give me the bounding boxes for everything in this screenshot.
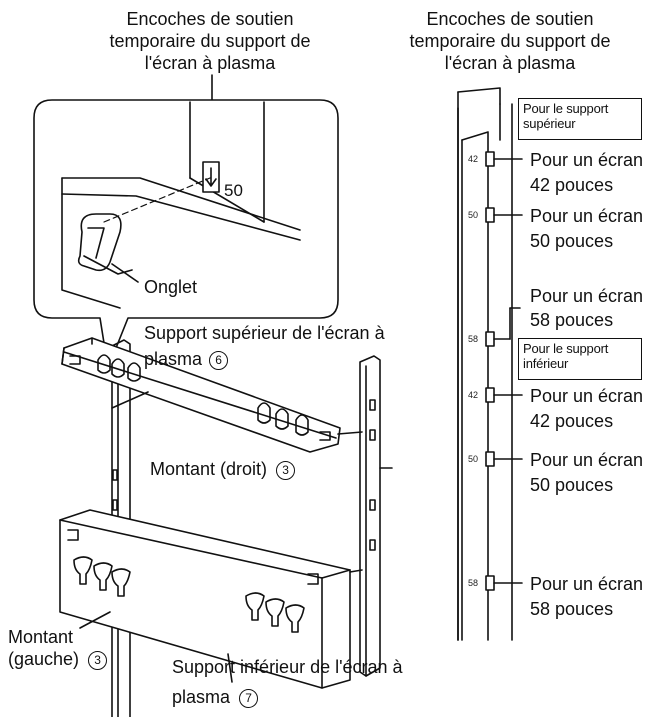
label-upright-right: Montant (droit) 3 — [150, 458, 296, 480]
box-upper-line1: Pour le support — [523, 101, 609, 116]
rail-slot-58a — [485, 331, 495, 347]
upright-right-text: Montant (droit) — [150, 459, 268, 479]
lower-bracket-line1: Support inférieur de l'écran à — [172, 657, 403, 677]
box-upper-support: Pour le support supérieur — [518, 98, 642, 140]
zoom-number: 50 — [224, 181, 243, 200]
mark-58a: 58 — [468, 334, 479, 344]
rail-slot-42b — [485, 387, 495, 403]
label-upper-bracket: Support supérieur de l'écran à plasma 6 — [144, 322, 385, 370]
rail-slot-42a — [485, 151, 495, 167]
mark-42b: 42 — [468, 390, 479, 400]
rail-top-cap — [457, 87, 501, 105]
left-title: Encoches de soutien temporaire du suppor… — [60, 8, 360, 74]
label-42a-line1: Pour un écran — [530, 150, 644, 170]
upper-bracket-num: 6 — [209, 351, 229, 370]
label-58a-line1: Pour un écran — [530, 286, 644, 306]
label-50a: Pour un écran 50 pouces — [530, 204, 643, 254]
label-58b-line2: 58 pouces — [530, 599, 614, 619]
left-title-line1: Encoches de soutien — [126, 9, 294, 29]
upright-right-num: 3 — [276, 461, 296, 480]
label-onglet: Onglet — [144, 277, 198, 297]
rail-slot-50b — [485, 451, 495, 467]
upper-bracket-line1: Support supérieur de l'écran à — [144, 323, 385, 343]
label-50a-line2: 50 pouces — [530, 231, 614, 251]
label-50b-line2: 50 pouces — [530, 475, 614, 495]
label-lower-bracket: Support inférieur de l'écran à plasma 7 — [172, 656, 403, 708]
lower-bracket-line2: plasma — [172, 687, 231, 707]
right-title-line2: temporaire du support de — [409, 31, 611, 51]
right-title-line3: l'écran à plasma — [444, 53, 576, 73]
upright-left-num: 3 — [88, 651, 108, 670]
right-title: Encoches de soutien temporaire du suppor… — [380, 8, 640, 74]
label-50a-line1: Pour un écran — [530, 206, 644, 226]
label-58b-line1: Pour un écran — [530, 574, 644, 594]
box-upper-line2: supérieur — [523, 116, 576, 131]
mark-58b: 58 — [468, 578, 479, 588]
right-title-line1: Encoches de soutien — [426, 9, 594, 29]
mark-42a: 42 — [468, 154, 479, 164]
label-58a-line2: 58 pouces — [530, 310, 614, 330]
lower-bracket — [59, 509, 351, 689]
rail-slot-58b — [485, 575, 495, 591]
label-42b: Pour un écran 42 pouces — [530, 384, 643, 434]
box-lower-line2: inférieur — [523, 356, 569, 371]
label-42b-line2: 42 pouces — [530, 411, 614, 431]
upright-left-line1: Montant — [8, 627, 74, 647]
box-lower-support: Pour le support inférieur — [518, 338, 642, 380]
label-58b: Pour un écran 58 pouces — [530, 572, 643, 622]
mark-50a: 50 — [468, 210, 479, 220]
upper-bracket-line2: plasma — [144, 349, 203, 369]
label-42a-line2: 42 pouces — [530, 175, 614, 195]
lower-bracket-num: 7 — [239, 689, 259, 708]
label-58a: Pour un écran 58 pouces — [530, 284, 643, 332]
label-50b-line1: Pour un écran — [530, 450, 644, 470]
rail-slot-50a — [485, 207, 495, 223]
left-title-line3: l'écran à plasma — [144, 53, 276, 73]
label-upright-left: Montant (gauche) 3 — [8, 626, 108, 670]
label-42b-line1: Pour un écran — [530, 386, 644, 406]
label-42a: Pour un écran 42 pouces — [530, 148, 643, 198]
mark-50b: 50 — [468, 454, 479, 464]
label-50b: Pour un écran 50 pouces — [530, 448, 643, 498]
upright-left-line2: (gauche) — [8, 649, 80, 669]
left-title-line2: temporaire du support de — [109, 31, 311, 51]
box-lower-line1: Pour le support — [523, 341, 609, 356]
